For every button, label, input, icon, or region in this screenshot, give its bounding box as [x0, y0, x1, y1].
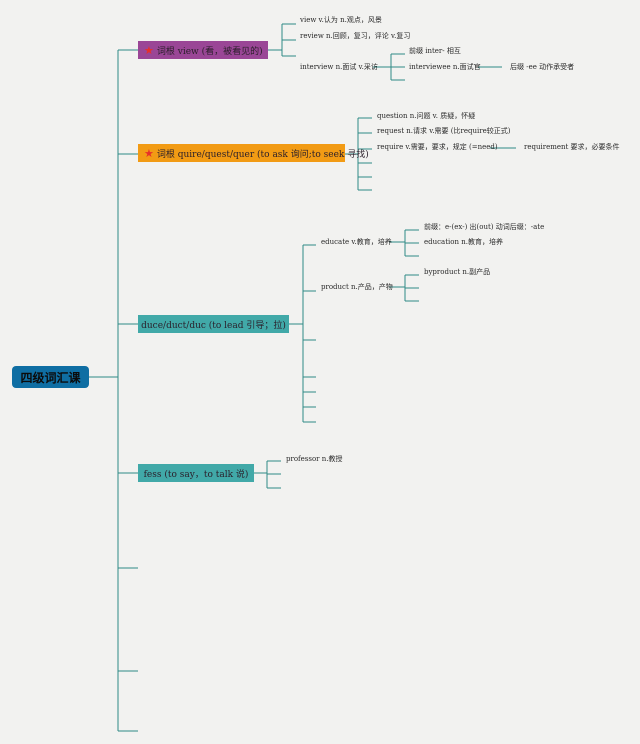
topic-duce[interactable]: duce/duct/duc (to lead 引导；拉) [138, 315, 289, 333]
topic-fess[interactable]: fess (to say，to talk 说) [138, 464, 254, 482]
star-icon: ★ [144, 43, 154, 57]
topic-quire[interactable]: ★ 词根 quire/quest/quer (to ask 询问;to seek… [138, 144, 369, 162]
node-suffix-ee[interactable]: 后缀 -ee 动作承受者 [510, 63, 575, 71]
node-prefix-inter[interactable]: 前缀 inter- 相互 [409, 47, 461, 55]
node-require[interactable]: require v.需要，要求，规定 (=need) [377, 143, 498, 151]
connector-educate [389, 229, 419, 257]
node-interviewee[interactable]: interviewee n.面试官 [409, 63, 481, 71]
topic-fess-label: fess (to say，to talk 说) [143, 469, 249, 480]
node-education[interactable]: education n.教育，培养 [424, 238, 503, 246]
node-review[interactable]: review n.回顾，复习，评论 v.复习 [300, 32, 411, 40]
node-byproduct[interactable]: byproduct n.副产品 [424, 268, 491, 276]
node-educate[interactable]: educate v.教育，培养 [321, 238, 392, 246]
node-professor[interactable]: professor n.教授 [286, 455, 343, 463]
connector-product [389, 274, 419, 302]
node-prefix-e[interactable]: 前缀：e-(ex-) 出(out) 动词后缀：-ate [424, 223, 545, 231]
root-node[interactable]: 四级词汇课 [12, 366, 89, 388]
node-request[interactable]: request n.请求 v.需要 (比require较正式) [377, 127, 511, 135]
node-interview[interactable]: interview n.面试 v.采访 [300, 63, 378, 71]
connector-fess-spine [254, 460, 281, 489]
topic-view[interactable]: ★ 词根 view (看，被看见的) [138, 41, 268, 59]
node-view[interactable]: view v.认为 n.观点，风景 [300, 16, 382, 24]
node-requirement[interactable]: requirement 要求，必要条件 [524, 143, 620, 151]
node-question[interactable]: question n.问题 v. 质疑，怀疑 [377, 112, 476, 120]
topic-quire-label: 词根 quire/quest/quer (to ask 询问;to seek 寻… [156, 149, 369, 160]
connector-interview [373, 53, 405, 81]
connector-duce-spine [289, 244, 316, 423]
topic-duce-label: duce/duct/duc (to lead 引导；拉) [141, 320, 286, 331]
star-icon: ★ [144, 146, 154, 160]
connector-quire-spine [345, 117, 372, 191]
connector-view-spine [268, 23, 296, 57]
topic-view-label: 词根 view (看，被看见的) [156, 46, 263, 57]
node-product[interactable]: product n.产品，产物 [321, 283, 393, 291]
